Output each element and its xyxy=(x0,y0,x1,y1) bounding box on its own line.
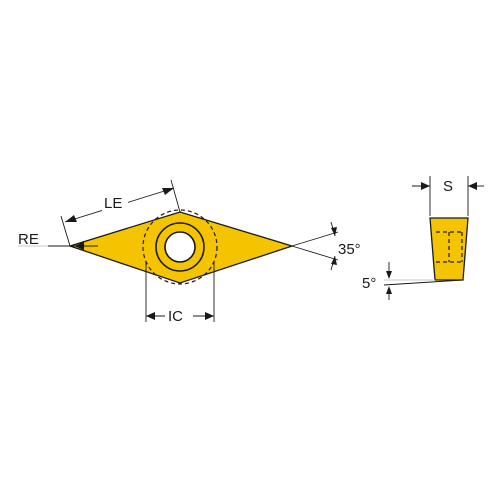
ic-arrow-right xyxy=(205,312,214,320)
s-label: S xyxy=(443,178,453,195)
le-label-bg xyxy=(102,193,128,211)
le-arrow-left xyxy=(65,215,77,222)
le-arrow-right xyxy=(162,188,174,195)
clearance-arrow-lower xyxy=(386,286,392,294)
inscribed-circle-hidden-edge xyxy=(142,209,218,285)
nose-angle-arrow-upper xyxy=(331,227,337,236)
s-arrow-left xyxy=(421,182,430,190)
clearance-angle-label: 5° xyxy=(362,275,376,292)
nose-angle-line-lower xyxy=(291,245,339,261)
nose-angle-line-upper xyxy=(291,231,339,247)
ic-arrow-left xyxy=(146,312,155,320)
le-extension-right xyxy=(170,179,181,213)
clearance-arrow-upper xyxy=(386,271,392,279)
le-label: LE xyxy=(104,195,122,212)
re-label: RE xyxy=(18,231,39,248)
nose-angle-arrow-lower xyxy=(331,256,337,265)
clearance-angle-line xyxy=(383,279,464,286)
nose-angle-label: 35° xyxy=(338,241,361,258)
re-arrow xyxy=(74,242,84,250)
s-arrow-right xyxy=(468,182,477,190)
center-hole xyxy=(164,231,196,263)
le-extension-left xyxy=(60,215,71,247)
ic-label-bg xyxy=(165,306,193,324)
ic-label: IC xyxy=(168,308,183,325)
